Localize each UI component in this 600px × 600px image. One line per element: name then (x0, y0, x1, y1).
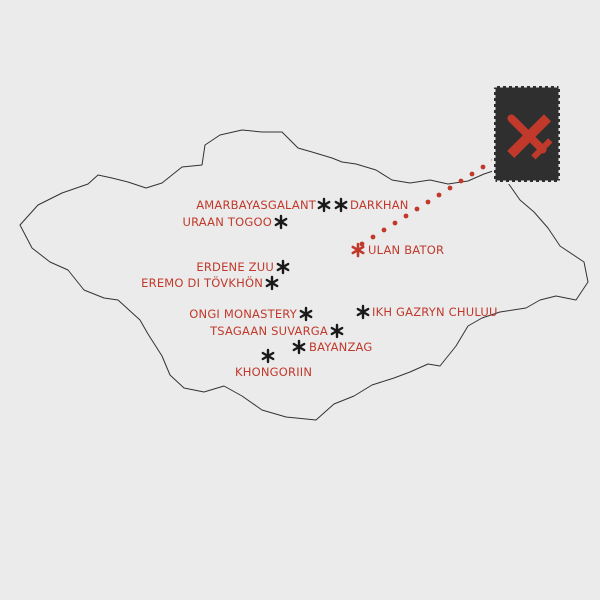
marker-uraan-togoo (274, 214, 288, 230)
marker-ongi-monastery (299, 306, 313, 322)
marker-erdene-zuu (276, 259, 290, 275)
label-erdene-zuu: ERDENE ZUU (196, 260, 274, 274)
marker-eremo-di-tovkhon (265, 275, 279, 291)
country-border (19, 129, 589, 421)
marker-ikh-gazryn-chuluu (356, 304, 370, 320)
marker-tsagaan-suvarga (330, 323, 344, 339)
postage-stamp (492, 84, 562, 184)
marker-khongoriin (261, 348, 275, 364)
label-ongi-monastery: ONGI MONASTERY (189, 307, 298, 321)
marker-darkhan (334, 197, 348, 213)
marker-bayanzag (292, 339, 306, 355)
label-bayanzag: BAYANZAG (309, 340, 373, 354)
airplane-icon (507, 114, 553, 160)
marker-amarbayasgalant (317, 197, 331, 213)
label-darkhan: DARKHAN (350, 198, 409, 212)
label-capital: ULAN BATOR (368, 243, 444, 257)
label-tsagaan-suvarga: TSAGAAN SUVARGA (209, 324, 328, 338)
label-amarbayasgalant: AMARBAYASGALANT (196, 198, 317, 212)
label-ikh-gazryn-chuluu: IKH GAZRYN CHULUU (372, 305, 498, 319)
label-eremo-di-tovkhon: EREMO DI TÖVKHÖN (141, 274, 263, 290)
label-uraan-togoo: URAAN TOGOO (182, 215, 272, 229)
label-khongoriin: KHONGORIIN (235, 365, 312, 379)
